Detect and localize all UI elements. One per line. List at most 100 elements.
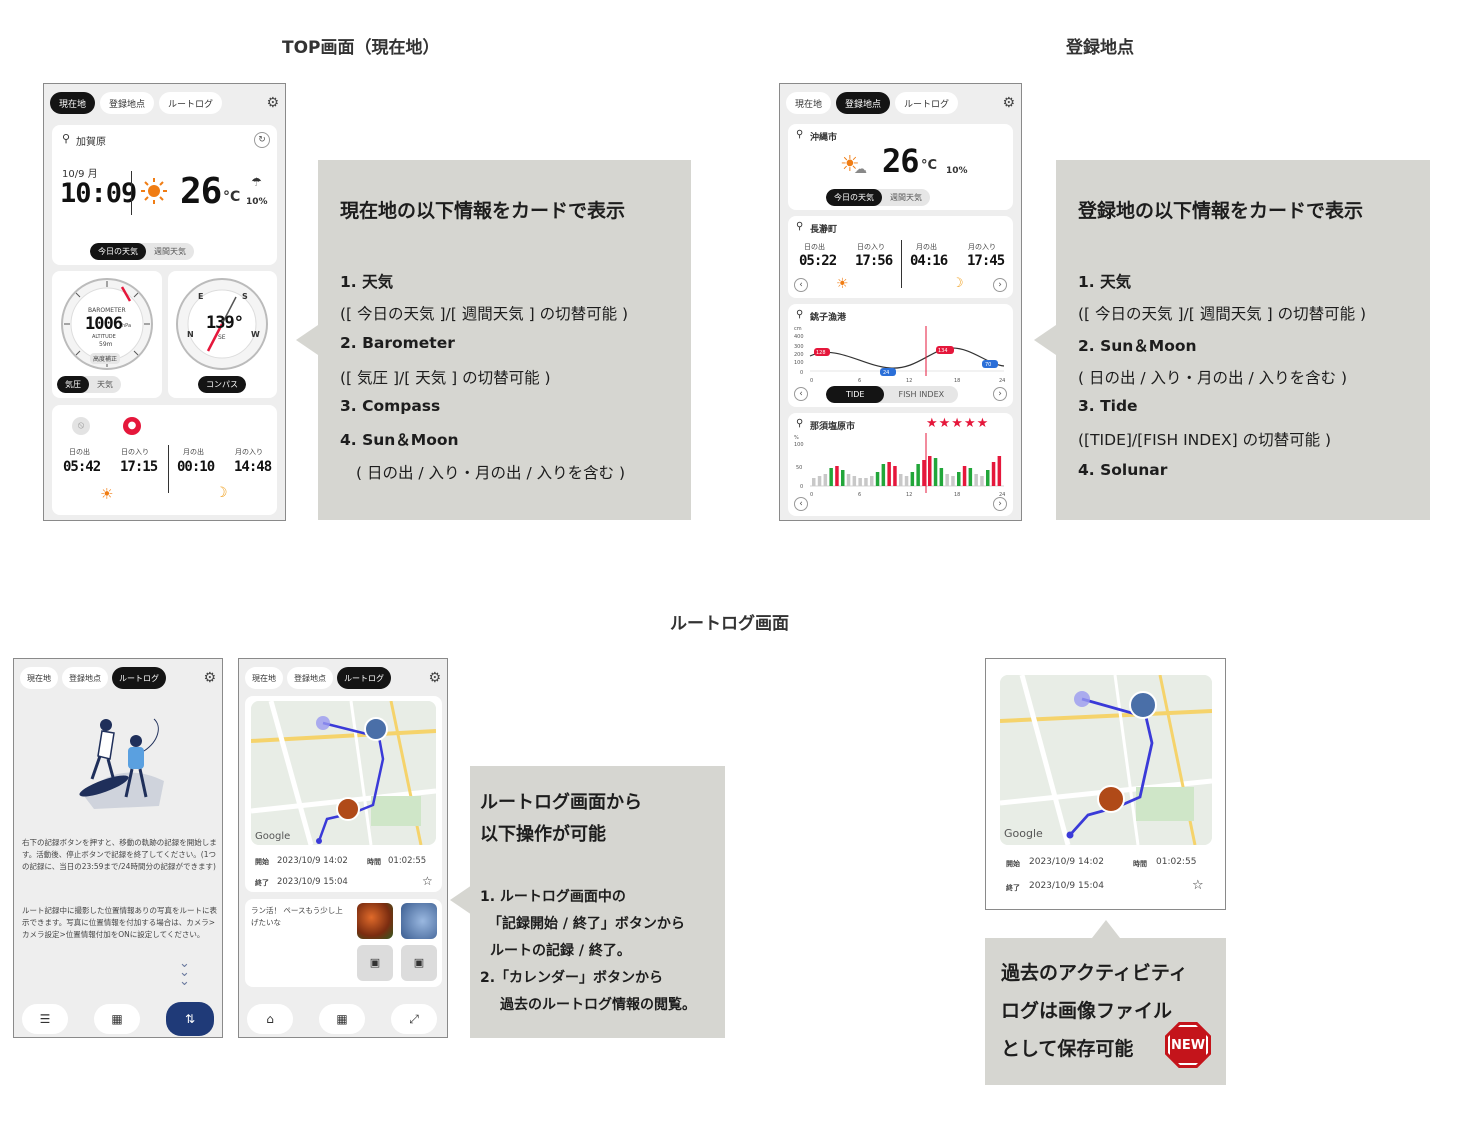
tab-routelog[interactable]: ルートログ [895,92,959,114]
tab-fish-index[interactable]: FISH INDEX [898,390,945,399]
divider [131,171,132,215]
compass-button[interactable]: コンパス [198,376,246,393]
sun-icon: ☀ [836,276,849,292]
routelog-callout-title: 以下操作が可能 [480,824,606,845]
moon-icon: ☽ [215,485,228,501]
next-arrow-icon[interactable]: › [993,387,1007,401]
sun-label-moonrise: 月の出 [916,243,937,251]
saved-callout-line: として保存可能 [1001,1038,1134,1060]
google-logo: Google [255,831,291,842]
saved-callout-line: 過去のアクティビティ [1001,962,1188,984]
tab-routelog[interactable]: ルートログ [337,667,391,689]
tab-current[interactable]: 現在地 [786,92,832,114]
saved-callout: 過去のアクティビティ ログは画像ファイル として保存可能 NEW [985,938,1226,1085]
activity-illustration [79,718,164,809]
moon-icon: ☽ [952,276,964,291]
end-label: 終了 [1006,884,1020,892]
tab-current[interactable]: 現在地 [245,667,283,689]
routelog-instructions: 右下の記録ボタンを押すと、移動の軌跡の記録を開始します。活動後、停止ボタンで記録… [22,838,217,871]
sun-label-sunrise: 日の出 [804,243,825,251]
tab-routelog[interactable]: ルートログ [159,92,223,114]
route-card: Google 開始 2023/10/9 14:02 時間 01:02:55 終了… [245,696,442,892]
tab-today-weather[interactable]: 今日の天気 [826,189,882,206]
photo-thumbnail-autumn[interactable] [357,903,393,939]
gear-icon[interactable]: ⚙ [428,670,441,686]
routelog-photo-instructions: ルート記録中に撮影した位置情報ありの写真をルートに表示できます。写真に位置情報を… [22,906,217,939]
star-icon[interactable]: ☆ [422,874,433,888]
compass-value: 139° [206,313,244,333]
start-value: 2023/10/9 14:02 [1029,857,1104,867]
home-button[interactable]: ⌂ [247,1004,293,1034]
record-button[interactable]: ⇅ [166,1002,214,1036]
tab-registered[interactable]: 登録地点 [62,667,108,689]
tab-routelog[interactable]: ルートログ [112,667,166,689]
callout-pointer [1034,325,1056,355]
section-title-registered: 登録地点 [1066,38,1134,58]
gear-icon[interactable]: ⚙ [1002,95,1015,111]
next-arrow-icon[interactable]: › [993,497,1007,511]
tab-weekly-weather[interactable]: 週間天気 [154,247,186,256]
gallery-icon[interactable]: ▣ [401,945,437,981]
prev-arrow-icon[interactable]: ‹ [794,387,808,401]
tab-weekly-weather[interactable]: 週間天気 [890,193,922,202]
memo-text[interactable]: ラン活！ ペースもう少し上げたいな [251,906,343,927]
expand-button[interactable]: ⤢ [391,1004,437,1034]
tab-registered[interactable]: 登録地点 [287,667,333,689]
svg-text:S: S [242,292,248,301]
top-callout-line: ([ 今日の天気 ]/[ 週間天気 ] の切替可能 ) [340,305,629,323]
next-arrow-icon[interactable]: › [993,278,1007,292]
fish-index-bar [910,472,915,486]
tab-tide[interactable]: TIDE [826,386,885,403]
top-callout-line: ( 日の出 / 入り・月の出 / 入りを含む ) [356,464,626,482]
prev-arrow-icon[interactable]: ‹ [794,497,808,511]
tab-registered[interactable]: 登録地点 [100,92,155,114]
city-name: 那須塩原市 [810,422,856,432]
calendar-button[interactable]: ▦ [94,1004,140,1034]
registered-callout-line: 2. Sun＆Moon [1078,337,1197,355]
sun-icon [141,178,167,204]
tab-bar: 現在地 登録地点 ルートログ ⚙ [786,92,1015,114]
new-badge: NEW [1165,1022,1211,1068]
rain-value: 10% [246,197,268,207]
calendar-button[interactable]: ▦ [319,1004,365,1034]
sunset-time: 17:15 [120,459,158,475]
tab-current[interactable]: 現在地 [20,667,58,689]
fish-index-bar [858,478,862,486]
altitude-correction[interactable]: 高度補正 [90,353,121,364]
chevron-down-icon: ⌄⌄⌄ [179,956,190,989]
callout-pointer [296,325,318,355]
section-title-routelog: ルートログ画面 [670,614,789,634]
sun-label-moonset: 月の入り [968,243,996,251]
tab-pressure[interactable]: 気圧 [57,376,89,393]
fish-index-bar [864,478,868,486]
svg-text:100: 100 [794,442,804,448]
tab-today-weather[interactable]: 今日の天気 [90,243,146,260]
tab-weather-gauge[interactable]: 天気 [97,380,113,389]
refresh-icon[interactable]: ↻ [254,132,270,148]
svg-text:6: 6 [858,492,861,498]
registered-callout-line: 3. Tide [1078,397,1138,415]
tide-toggle: TIDE FISH INDEX [826,386,959,403]
location-pin-icon: ⚲ [796,309,804,320]
moonrise-time: 00:10 [177,459,215,475]
fish-index-bar [986,470,990,486]
routelog-map-phone: 現在地 登録地点 ルートログ ⚙ Google 開始 2023/10/9 [238,658,448,1038]
top-callout-line: 1. 天気 [340,273,394,291]
prev-arrow-icon[interactable]: ‹ [794,278,808,292]
fish-index-bar [881,464,886,486]
route-map[interactable]: Google [251,701,436,845]
end-label: 終了 [255,879,269,887]
list-button[interactable]: ☰ [22,1004,68,1034]
gallery-icon[interactable]: ▣ [357,945,393,981]
svg-text:134: 134 [938,348,948,354]
tab-current[interactable]: 現在地 [50,92,96,114]
gear-icon[interactable]: ⚙ [266,95,279,111]
fish-index-bar [870,476,874,486]
gear-icon[interactable]: ⚙ [203,670,216,686]
tab-registered[interactable]: 登録地点 [836,92,891,114]
divider [168,445,169,493]
photo-thumbnail-sky[interactable] [401,903,437,939]
registered-callout-title: 登録地の以下情報をカードで表示 [1078,200,1364,222]
